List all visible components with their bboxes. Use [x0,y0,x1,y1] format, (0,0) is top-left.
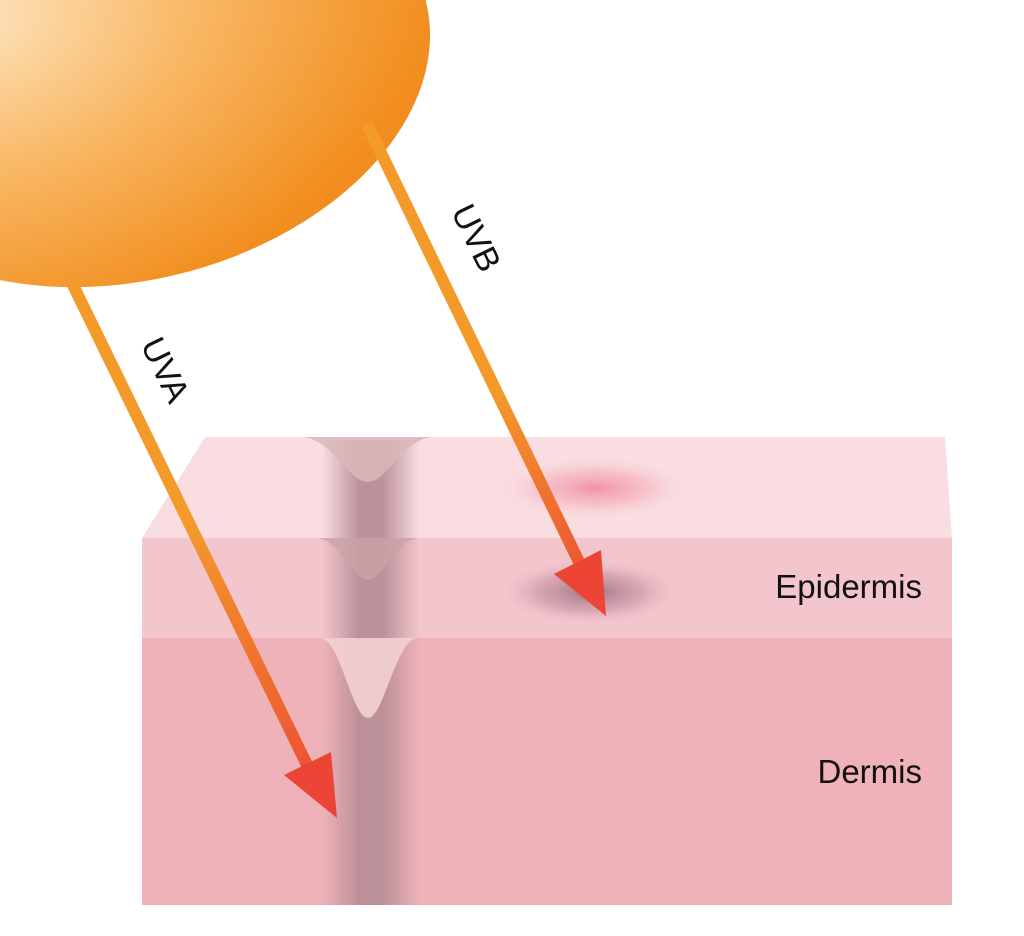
uvb-ray [361,121,606,616]
dermis-fold [320,638,418,718]
dermis-label: Dermis [818,753,923,790]
surface-fold [300,437,435,482]
epidermis-fold [315,538,420,580]
uva-label: UVA [133,332,197,410]
uva-ray [66,280,337,818]
epidermis-label: Epidermis [775,568,922,605]
dermis-layer [142,638,952,905]
skin-block [142,437,952,905]
uvb-ray-arrowhead [554,550,606,616]
uva-ray-arrowhead [284,752,337,818]
sun [0,0,431,288]
uvb-ray-shaft [361,121,585,565]
uvb-label: UVB [443,198,508,278]
uva-ray-shaft [66,280,316,774]
